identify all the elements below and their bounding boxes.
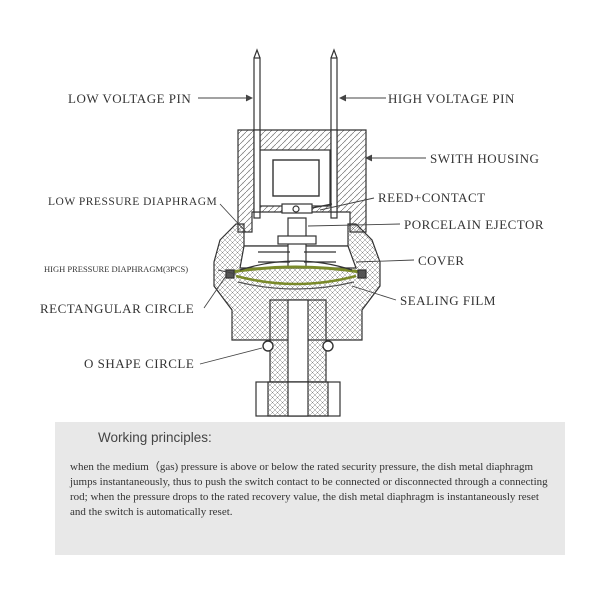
o-ring-right	[322, 340, 334, 352]
label-high-pressure-diaphragm: HIGH PRESSURE DIAPHRAGM(3PCS)	[44, 264, 189, 274]
sealing-film	[237, 281, 355, 290]
label-porcelain-ejector: PORCELAIN EJECTOR	[404, 217, 545, 232]
high-pressure-diaphragm	[231, 265, 361, 274]
label-o-shape-circle: O SHAPE CIRCLE	[84, 356, 195, 371]
label-reed-contact: REED+CONTACT	[378, 190, 486, 205]
label-sealing-film: SEALING FILM	[400, 293, 496, 308]
principles-title: Working principles:	[98, 430, 212, 445]
label-high-voltage-pin: HIGH VOLTAGE PIN	[388, 91, 515, 106]
label-low-pressure-diaphragm: LOW PRESSURE DIAPHRAGM	[48, 196, 218, 208]
low-pressure-diaphragm	[239, 260, 353, 271]
label-cover: COVER	[418, 253, 465, 268]
label-rectangular-circle: RECTANGULAR CIRCLE	[40, 301, 195, 316]
label-switch-housing: SWITH HOUSING	[430, 151, 540, 166]
leader-lines	[198, 94, 426, 365]
working-principles-panel: Working principles: when the medium（gas)…	[55, 422, 565, 555]
principles-body: when the medium（gas) pressure is above o…	[70, 461, 548, 518]
sensor-body	[213, 48, 381, 417]
label-low-voltage-pin: LOW VOLTAGE PIN	[68, 91, 192, 106]
o-ring-left	[262, 340, 274, 352]
